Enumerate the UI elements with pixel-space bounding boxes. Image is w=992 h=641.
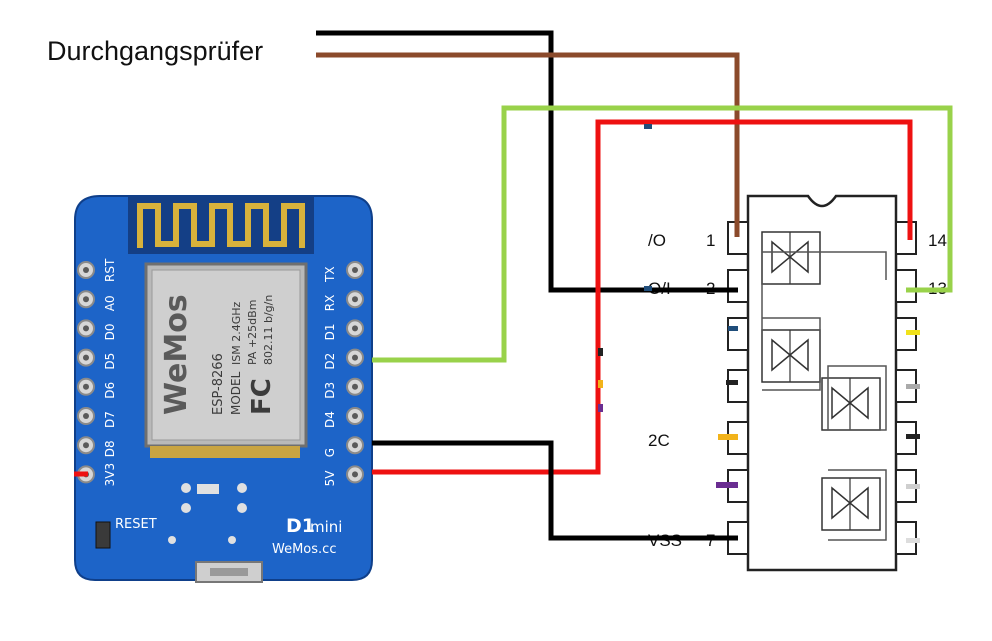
switch-symbol <box>771 240 809 274</box>
module-pa: PA +25dBm <box>246 300 259 365</box>
switch-symbol <box>831 486 869 520</box>
module-model: MODEL <box>229 371 243 415</box>
module-logo: WeMos <box>159 294 194 415</box>
black-wire-probe <box>316 30 738 293</box>
wemos-d1-mini-board: WeMos ESP-8266 MODEL ISM 2.4GHz FC PA +2… <box>74 195 373 583</box>
header-pin-hole <box>352 296 358 303</box>
via-dot <box>168 536 176 544</box>
ic-4066-quad-switch <box>727 194 917 572</box>
pin-label-right: D1 <box>323 324 337 341</box>
via-dot <box>181 483 191 493</box>
pin-label-left: D0 <box>103 324 117 341</box>
pin-label-right: 5V <box>323 470 337 487</box>
header-pin-hole <box>83 413 89 419</box>
header-pin-hole <box>352 354 358 361</box>
ic-pin-left <box>727 317 749 351</box>
via-dot <box>181 503 191 513</box>
green-wire-d2 <box>372 105 953 363</box>
pin-label-left: D5 <box>103 353 117 370</box>
pin-label-left: D8 <box>103 440 117 457</box>
via-dot <box>237 503 247 513</box>
header-pin-hole <box>83 267 89 273</box>
module-ism: ISM 2.4GHz <box>230 301 243 365</box>
ic-pin-right <box>895 221 917 255</box>
board-model-name: D1 <box>286 515 315 537</box>
module-chip: ESP-8266 <box>211 353 226 415</box>
header-pin-hole <box>83 296 89 303</box>
switch-symbol <box>831 386 869 420</box>
wires <box>74 30 953 541</box>
ic-internal-trace <box>828 469 887 541</box>
smd-part <box>197 484 219 494</box>
header-pin-hole <box>352 413 358 419</box>
ic-pin-left <box>727 369 749 403</box>
pin-label-right: D3 <box>323 382 337 399</box>
ic-internal-trace <box>762 251 887 280</box>
switch-box <box>821 477 881 531</box>
title-label: Durchgangsprüfer <box>47 36 263 66</box>
ic-pin-number: 14 <box>928 231 947 250</box>
ic-pin-label: /O <box>648 231 666 250</box>
ic-pin-left <box>727 269 749 303</box>
red-wire-5v <box>372 119 913 475</box>
pin-label-right: D2 <box>323 353 337 370</box>
header-pin-hole <box>83 383 89 390</box>
ic-internal-trace <box>762 317 821 391</box>
header-pin-hole <box>352 267 358 273</box>
board-model-suffix: mini <box>310 518 342 536</box>
pin-label-right: G <box>323 448 337 457</box>
switch-symbol <box>771 338 809 372</box>
esp8266-module: WeMos ESP-8266 MODEL ISM 2.4GHz FC PA +2… <box>144 262 308 448</box>
via-dot <box>237 483 247 493</box>
pin-label-left: D7 <box>103 411 117 428</box>
ic-pin-right <box>895 269 917 303</box>
pin-label-right: TX <box>323 266 337 283</box>
header-pin-hole <box>83 442 89 449</box>
pin-label-left: A0 <box>103 295 117 311</box>
header-pin-hole <box>352 325 358 332</box>
header-pin-hole <box>352 383 358 390</box>
header-pin-hole <box>352 442 358 449</box>
pin-label-left: RST <box>103 258 117 282</box>
pin-label-right: RX <box>323 295 337 312</box>
ic-pin-label: 2C <box>648 431 670 450</box>
pin-label-left: 3V3 <box>103 463 117 486</box>
black-wire-gnd <box>372 440 738 541</box>
brown-wire-probe <box>316 52 740 237</box>
header-pin-hole <box>83 325 89 332</box>
ic-pin-number: 1 <box>706 231 715 250</box>
pin-label-left: D6 <box>103 382 117 399</box>
pin-markers <box>598 124 920 543</box>
module-wifi: 802.11 b/g/n <box>262 295 275 365</box>
pin-label-right: D4 <box>323 411 337 428</box>
reset-button[interactable] <box>95 521 111 549</box>
board-brand: WeMos.cc <box>272 542 336 557</box>
ic-internal-trace <box>827 365 887 431</box>
header-pin-hole <box>352 471 358 478</box>
header-pin-hole <box>83 354 89 361</box>
via-dot <box>228 536 236 544</box>
module-cert: FC <box>247 378 277 415</box>
reset-label: RESET <box>115 517 157 532</box>
